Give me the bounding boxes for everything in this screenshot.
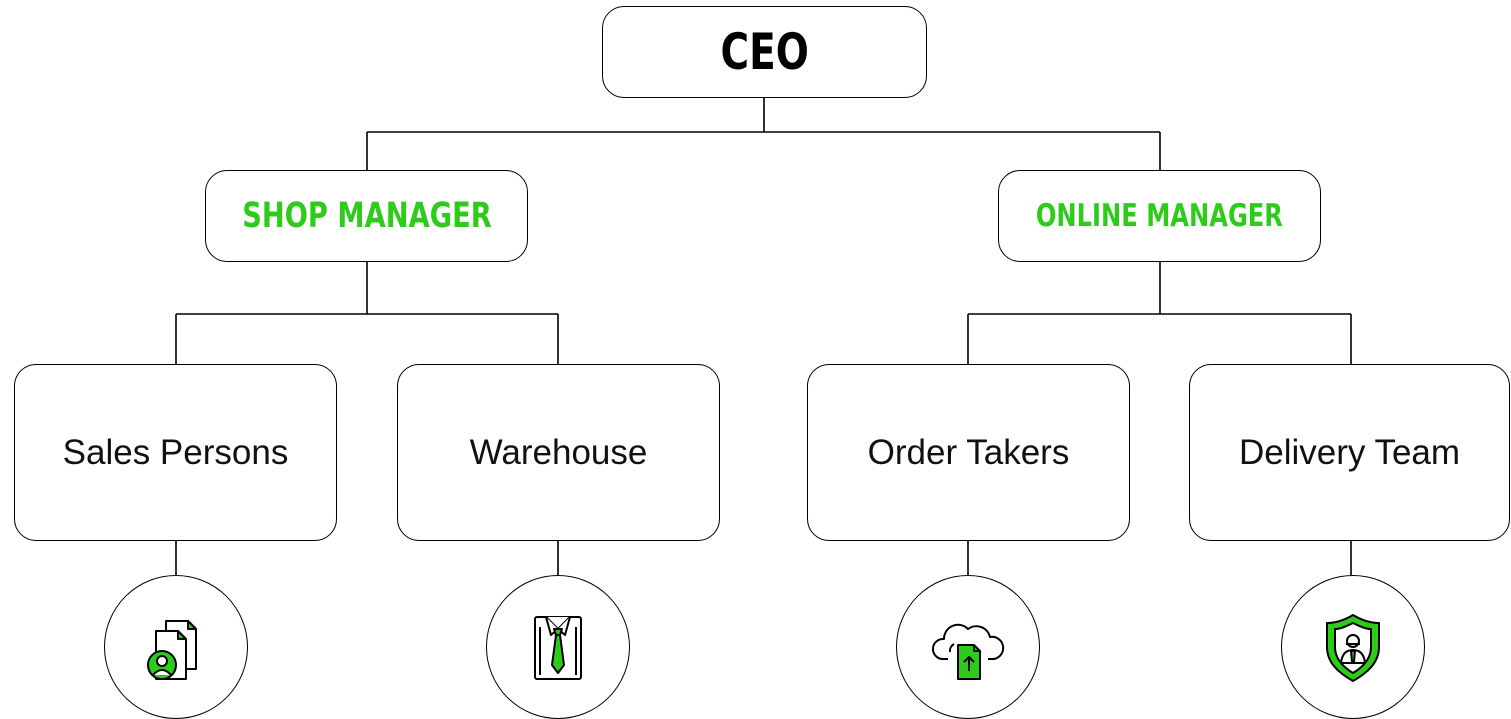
sales-persons-label: Sales Persons <box>62 432 289 472</box>
shop-manager-label: Shop Manager <box>241 195 492 236</box>
online-manager-box: Online Manager <box>998 170 1321 262</box>
delivery-team-label: Delivery Team <box>1238 432 1461 472</box>
order-takers-box: Order Takers <box>807 364 1130 541</box>
ceo-box: CEO <box>602 6 927 98</box>
warehouse-box: Warehouse <box>397 364 720 541</box>
ceo-connector <box>366 98 1161 170</box>
shirt-tie-icon <box>534 616 582 680</box>
online-connector <box>967 262 1352 364</box>
sales-persons-box: Sales Persons <box>14 364 337 541</box>
shield-person-icon <box>1326 614 1380 682</box>
online-manager-label: Online Manager <box>1035 197 1284 234</box>
order-takers-label: Order Takers <box>867 432 1070 472</box>
cloud-upload-document-icon <box>932 623 1005 680</box>
sales-persons-icon-circle <box>104 575 248 719</box>
ceo-label: CEO <box>720 23 809 81</box>
shop-connector <box>175 262 559 364</box>
sales-documents-person-icon <box>147 620 197 680</box>
delivery-team-box: Delivery Team <box>1189 364 1510 541</box>
shop-manager-box: Shop Manager <box>205 170 528 262</box>
warehouse-icon-circle <box>486 575 630 719</box>
icon-connectors <box>175 541 1352 575</box>
order-takers-icon-circle <box>896 575 1040 719</box>
delivery-team-icon-circle <box>1281 575 1425 719</box>
warehouse-label: Warehouse <box>469 432 648 472</box>
